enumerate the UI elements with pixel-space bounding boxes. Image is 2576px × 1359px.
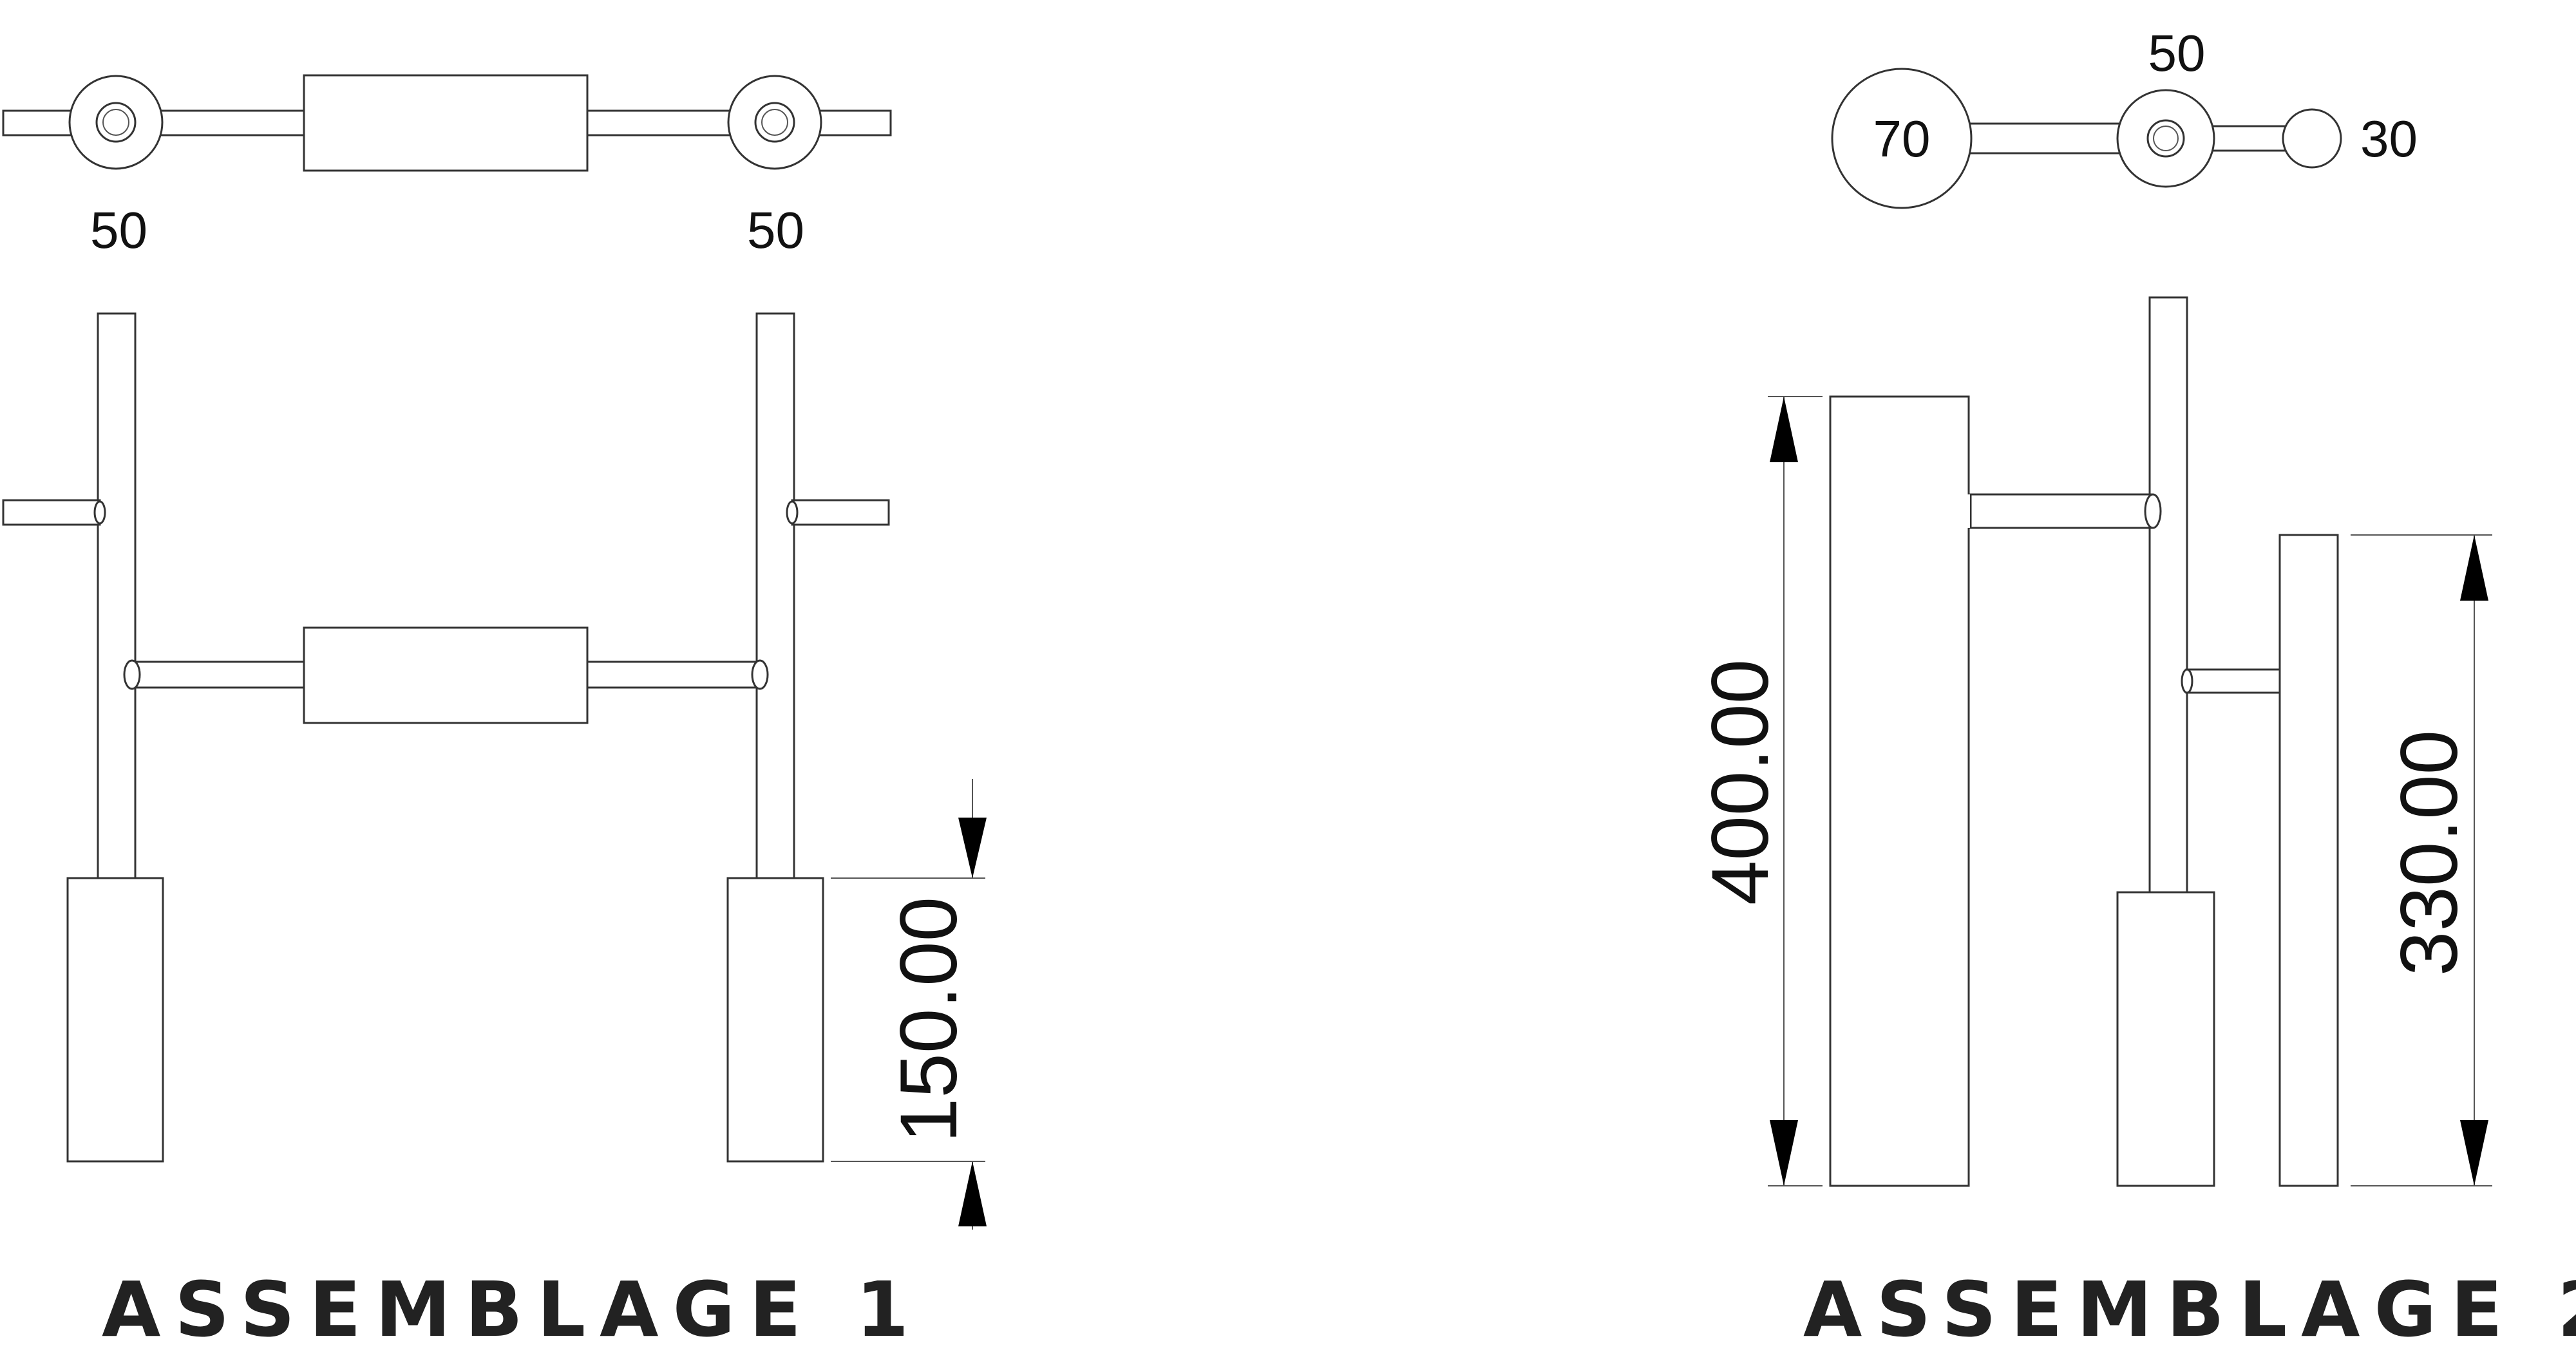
a1-arm-left — [2, 499, 101, 526]
a1-post-left — [97, 312, 137, 879]
a1-top-bar-mid-left — [147, 109, 307, 136]
a2-dimension-330-label: 330.00 — [2385, 730, 2474, 976]
a1-dim-arrow-top — [958, 818, 987, 878]
a2-dimension-400: 400.00 — [1696, 396, 1823, 1186]
a1-top-label-right: 50 — [747, 202, 804, 259]
a1-joint-left — [123, 659, 141, 690]
a2-arm-upper-joint — [2144, 493, 2162, 529]
a2-top-disc-70 — [1831, 68, 1973, 209]
a1-arm-joint-right — [786, 500, 799, 525]
a2-top-disc-30 — [2282, 108, 2342, 169]
a1-dimension-label: 150.00 — [884, 897, 974, 1143]
a1-top-bar-mid-right — [585, 109, 748, 136]
a1-top-left-hub — [95, 102, 137, 143]
a1-joint-right — [751, 659, 769, 690]
a1-crossbar-right — [585, 661, 761, 689]
a1-dimension-150: 150.00 — [831, 779, 987, 1230]
a2-top-label-50: 50 — [2148, 24, 2206, 82]
a1-top-right-hub — [754, 102, 795, 143]
a1-dim-arrow-bottom — [958, 1161, 987, 1226]
a1-post-right — [755, 312, 795, 879]
a2-shade-bottom — [2116, 891, 2215, 1187]
a1-crossbar-left — [131, 661, 307, 689]
assemblage-1-front-view — [2, 312, 890, 1163]
a2-dimension-400-label: 400.00 — [1696, 659, 1785, 905]
a1-top-right-hub-inner — [761, 109, 788, 136]
assemblage-1-top-view: 50 50 — [2, 74, 892, 259]
a2-arm-upper — [1969, 493, 2154, 529]
a2-top-label-70: 70 — [1873, 110, 1931, 167]
a1-shade-right — [726, 877, 824, 1163]
assemblage-2-front-view — [1829, 296, 2339, 1187]
a1-top-label-left: 50 — [90, 202, 147, 259]
assemblage-2-title: ASSEMBLAGE 2 — [1803, 1265, 2576, 1354]
a2-dim330-arrow-bottom — [2460, 1120, 2488, 1186]
a1-top-center-box — [303, 74, 589, 172]
a2-arm-lower — [2185, 668, 2283, 694]
a2-dim400-arrow-bottom — [1770, 1120, 1798, 1186]
a2-dim330-arrow-top — [2460, 535, 2488, 601]
a2-post — [2148, 296, 2188, 894]
a2-shade-slim — [2278, 534, 2339, 1187]
a2-top-hub-inner — [2153, 126, 2179, 151]
a1-center-box — [303, 626, 589, 724]
assemblage-1-title: ASSEMBLAGE 1 — [102, 1265, 923, 1354]
a2-arm-lower-joint — [2181, 668, 2193, 694]
a2-dimension-330: 330.00 — [2351, 534, 2492, 1186]
a2-dim400-arrow-top — [1770, 397, 1798, 462]
assemblage-2-top-view: 70 50 30 — [1831, 24, 2418, 209]
a1-shade-left — [66, 877, 164, 1163]
a2-top-label-30: 30 — [2360, 110, 2418, 167]
a1-arm-joint-left — [93, 500, 106, 525]
a1-top-left-hub-inner — [102, 109, 129, 136]
a1-arm-right — [791, 499, 890, 526]
a2-shade-large — [1829, 395, 1970, 1187]
